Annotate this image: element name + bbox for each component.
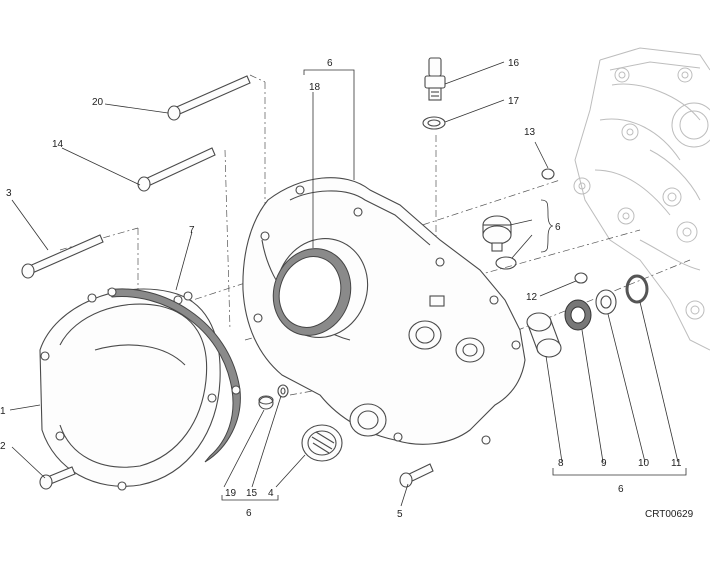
oil-filler-plug	[482, 215, 512, 252]
group-label-right: 6	[555, 222, 561, 233]
callout-16: 16	[508, 58, 520, 69]
seal-9	[564, 299, 592, 331]
callout-4: 4	[268, 488, 274, 499]
callout-14: 14	[52, 139, 64, 150]
bolt-20	[167, 75, 251, 121]
plug-19	[258, 395, 274, 410]
o-ring-12	[574, 272, 588, 284]
washer-17	[422, 116, 446, 130]
outer-clutch-cover	[39, 288, 221, 491]
callout-19: 19	[225, 488, 237, 499]
callout-18: 18	[309, 82, 321, 93]
circlip-11	[625, 274, 649, 304]
sensor-16	[424, 57, 446, 101]
callout-15: 15	[246, 488, 258, 499]
group-label-bottom-left: 6	[246, 508, 252, 519]
bolt-5	[399, 463, 434, 488]
engine-casing-background	[573, 47, 710, 351]
clutch-cover-gasket	[107, 287, 241, 463]
callout-17: 17	[508, 96, 520, 107]
o-ring	[495, 256, 517, 270]
callout-9: 9	[601, 458, 607, 469]
figure-code: CRT00629	[645, 509, 694, 520]
callout-10: 10	[638, 458, 650, 469]
callout-5: 5	[397, 509, 403, 520]
washer-15	[277, 384, 289, 398]
callout-12: 12	[526, 292, 538, 303]
group-label-bottom-right: 6	[618, 484, 624, 495]
inspection-cap-4	[301, 424, 343, 462]
bushing-8	[526, 312, 562, 358]
callout-2: 2	[0, 441, 6, 452]
callout-3: 3	[6, 188, 12, 199]
bolt-2	[39, 466, 76, 490]
group-label-top: 6	[327, 58, 333, 69]
leader-lines	[9, 61, 687, 507]
callout-1: 1	[0, 406, 6, 417]
callout-8: 8	[558, 458, 564, 469]
callout-20: 20	[92, 97, 104, 108]
callout-7: 7	[189, 225, 195, 236]
bolt-14	[137, 147, 216, 192]
callout-13: 13	[524, 127, 536, 138]
bolt-3	[21, 234, 104, 279]
dowel-13	[541, 168, 555, 180]
washer-10	[595, 289, 617, 315]
callout-11: 11	[671, 458, 682, 469]
callout-labels: 1 2 3 4 5 7 8 9 10 11 12 13 14 15 16 17 …	[0, 58, 694, 520]
oil-seal-18	[272, 238, 369, 338]
